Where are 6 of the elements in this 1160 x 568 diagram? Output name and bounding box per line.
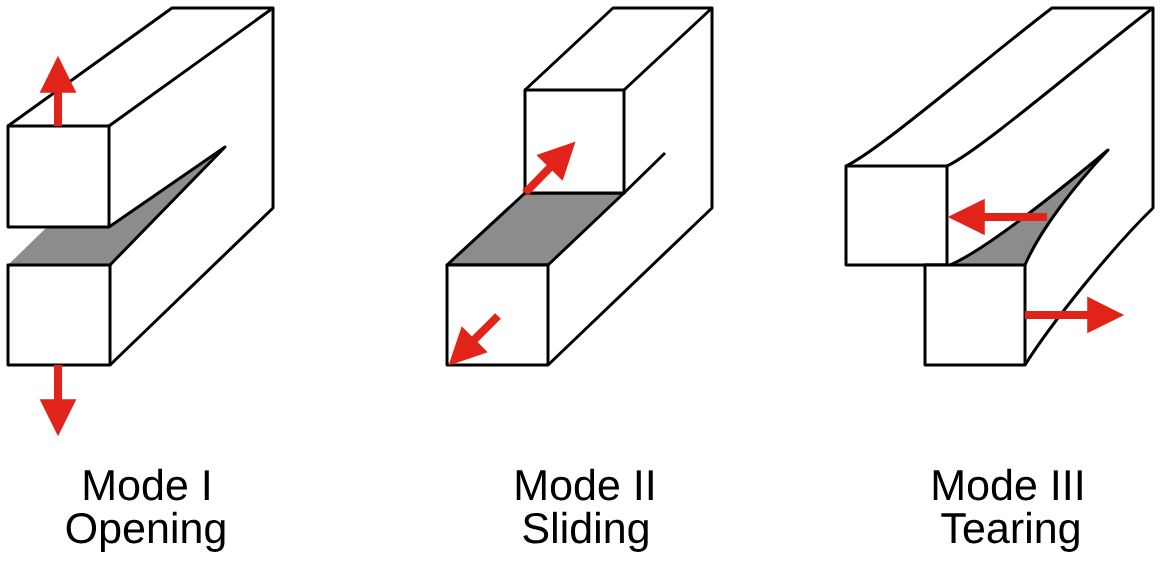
mode-label: Mode I xyxy=(84,468,209,501)
mode-label: Mode II xyxy=(516,468,653,501)
mode-description: Tearing xyxy=(941,511,1079,552)
mode-description: Sliding xyxy=(523,511,648,552)
mode-description: Opening xyxy=(66,511,225,552)
mode-label: Mode III xyxy=(933,468,1082,501)
